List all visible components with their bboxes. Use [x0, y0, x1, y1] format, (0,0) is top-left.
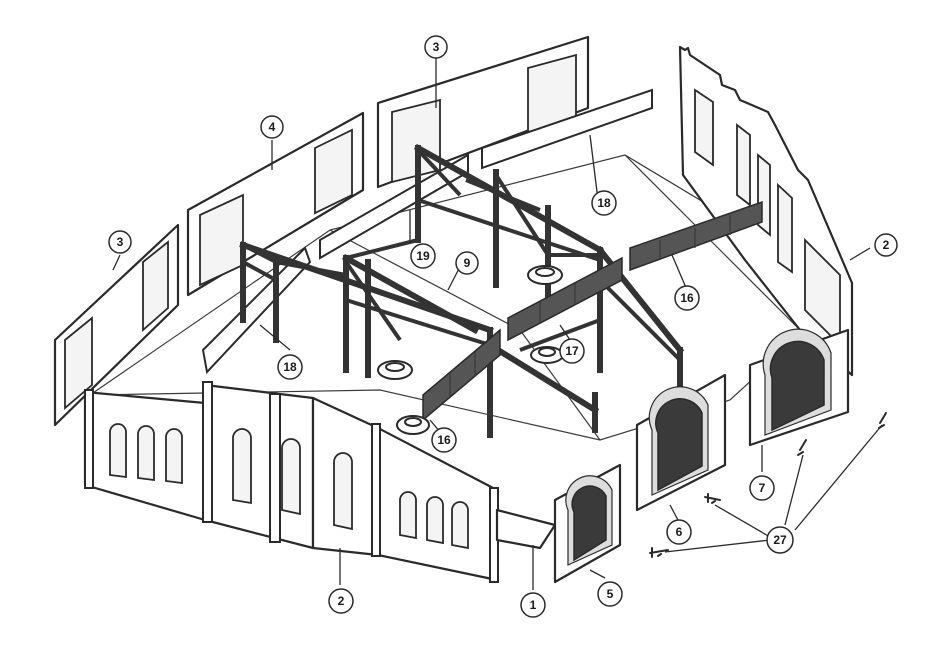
part-6-door-panel [637, 375, 725, 510]
callout-16-rear: 16 [675, 286, 699, 310]
callout-18-rear: 18 [592, 191, 616, 215]
callout-17: 17 [560, 339, 584, 363]
callout-3-top: 3 [425, 36, 447, 58]
callout-27: 27 [767, 527, 793, 553]
svg-text:16: 16 [680, 291, 694, 305]
callout-4: 4 [261, 116, 283, 138]
svg-text:3: 3 [117, 235, 124, 249]
part-1-base [497, 510, 555, 548]
svg-text:27: 27 [773, 533, 787, 547]
callout-18-front: 18 [278, 355, 302, 379]
part-5-door-panel [555, 465, 620, 582]
callout-5: 5 [598, 582, 622, 606]
svg-text:1: 1 [530, 598, 537, 612]
callout-16-front: 16 [432, 428, 456, 452]
svg-text:2: 2 [883, 238, 890, 252]
svg-text:5: 5 [607, 587, 614, 601]
svg-text:7: 7 [759, 481, 766, 495]
svg-text:2: 2 [338, 594, 345, 608]
svg-text:4: 4 [269, 120, 276, 134]
callout-1: 1 [521, 593, 545, 617]
callout-9: 9 [456, 252, 478, 274]
callout-2-front: 2 [329, 589, 353, 613]
svg-text:16: 16 [437, 433, 451, 447]
part-7-door-panel [750, 329, 848, 445]
svg-text:17: 17 [565, 344, 579, 358]
svg-text:18: 18 [283, 360, 297, 374]
svg-text:18: 18 [597, 196, 611, 210]
callout-6: 6 [667, 520, 691, 544]
callout-2-right: 2 [875, 234, 897, 256]
svg-text:3: 3 [433, 40, 440, 54]
callout-19: 19 [411, 244, 435, 268]
part-2-front-facade [85, 382, 498, 582]
callout-3-left: 3 [109, 231, 131, 253]
svg-text:6: 6 [676, 525, 683, 539]
callout-7: 7 [750, 476, 774, 500]
svg-text:9: 9 [464, 256, 471, 270]
svg-text:19: 19 [416, 249, 430, 263]
part-17-vent-middle [508, 258, 622, 340]
part-2-right-wall [680, 47, 852, 375]
